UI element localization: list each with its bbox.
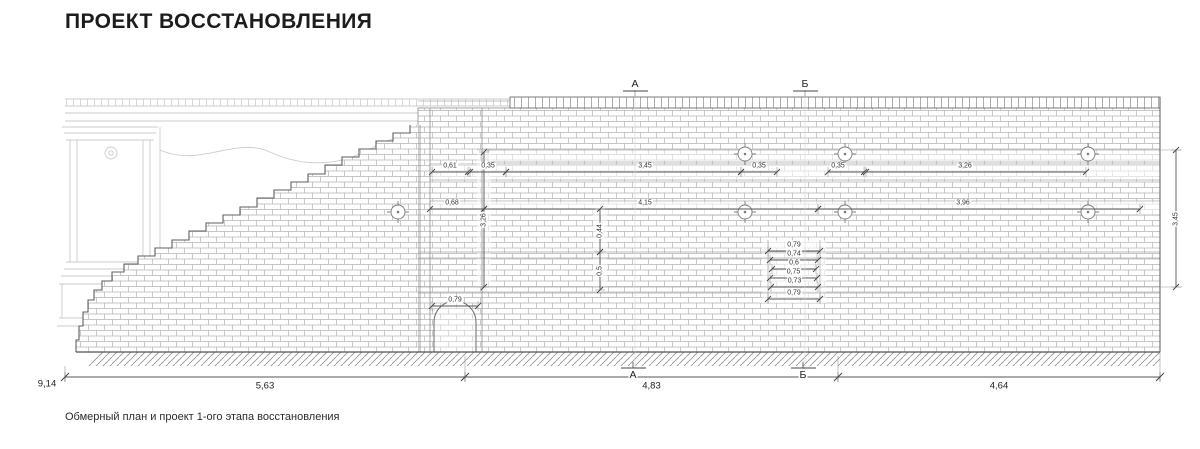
rosette [1077,143,1099,165]
pilaster-strips [419,108,483,352]
rosette [387,201,409,223]
page-title: ПРОЕКТ ВОССТАНОВЛЕНИЯ [65,10,373,33]
rosettes [387,143,1099,223]
rosette [1077,201,1099,223]
ruined-brickwork [75,125,418,352]
rosette [734,143,756,165]
arch-niche [433,300,477,352]
wall-elevation [417,96,1161,353]
drawing-caption: Обмерный план и проект 1-ого этапа восст… [65,411,340,423]
rosette [834,201,856,223]
ground-hatch [76,97,1161,366]
rosette [734,201,756,223]
dimension-layer [60,90,1181,382]
